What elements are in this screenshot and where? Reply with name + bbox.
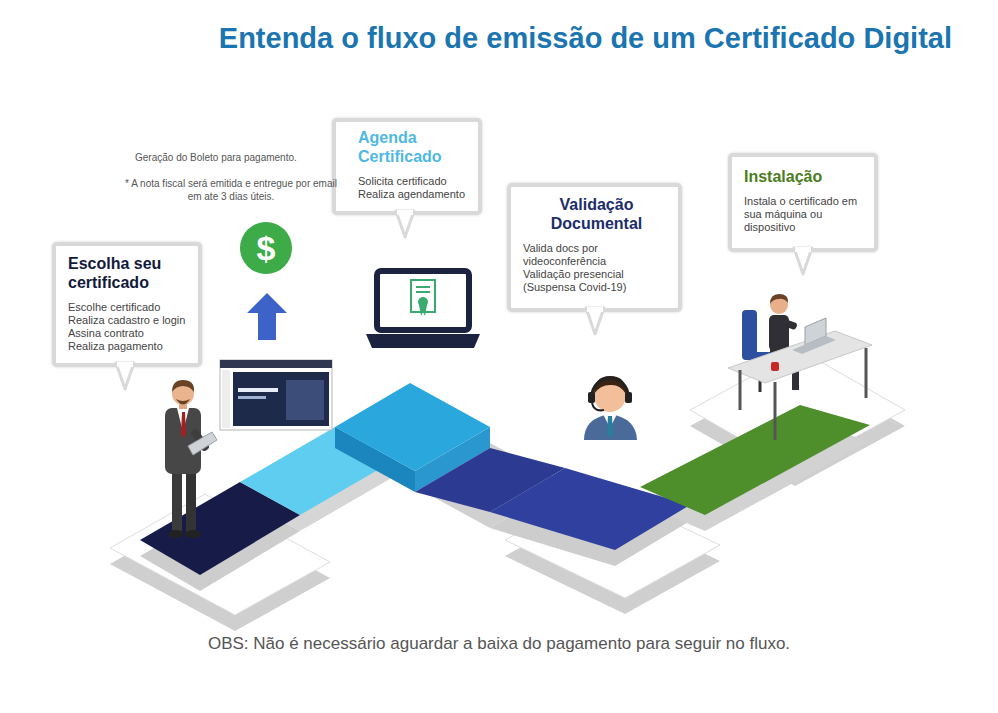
callout-pointer-shape <box>586 308 604 334</box>
callout-pointer-shape <box>116 363 134 389</box>
box-text: Assina contrato <box>68 327 188 340</box>
agent-tie <box>607 416 613 438</box>
certificate-line <box>416 291 430 293</box>
certificate-ribbon <box>419 305 427 316</box>
laptop-base <box>366 334 480 348</box>
person-laptop <box>188 432 217 455</box>
person-arm <box>780 318 797 330</box>
certificate-line <box>416 286 430 288</box>
person-hair <box>172 380 194 392</box>
box-text: Realiza agendamento <box>358 188 468 201</box>
callout-box: InstalaçãoInstala o certificado em sua m… <box>728 153 878 252</box>
path-step <box>640 405 870 515</box>
callout-pointer <box>394 211 416 241</box>
callout-pointer <box>792 248 814 278</box>
box-heading: Escolha seu certificado <box>68 254 188 292</box>
desk-leg <box>865 348 868 398</box>
callout-pointer-shape <box>794 248 812 274</box>
person-shoe <box>168 530 184 538</box>
title: Entenda o fluxo de emissão de um Certifi… <box>219 22 952 55</box>
callout-box: Escolha seu certificadoEscolhe certifica… <box>52 242 202 367</box>
website-banner <box>233 372 329 426</box>
agent-shoulders <box>584 414 637 440</box>
desk-laptop-base <box>792 336 836 354</box>
callout-pointer-join <box>587 307 603 312</box>
caption: OBS: Não é necessário aguardar a baixa d… <box>0 634 998 654</box>
box-heading: Agenda Certificado <box>358 128 468 166</box>
currency-symbol: $ <box>241 223 291 273</box>
website-line <box>238 388 278 392</box>
headset-ear <box>588 392 595 403</box>
headset-band <box>592 378 628 396</box>
box-text: Escolhe certificado <box>68 301 188 314</box>
headset-ear <box>625 392 632 403</box>
box-text: Realiza pagamento <box>68 340 188 353</box>
laptop-screen <box>377 271 469 330</box>
website-sidebar <box>222 370 230 428</box>
person-shoe <box>185 530 201 538</box>
money-icon <box>240 222 292 274</box>
callout-pointer <box>584 308 606 338</box>
box-text: Validação presencial (Suspensa Covid-19) <box>523 268 670 294</box>
website-frame <box>220 360 332 430</box>
callout-pointer-join <box>795 247 811 252</box>
website-line <box>238 396 266 399</box>
person-beard <box>176 399 190 405</box>
callout-pointer-join <box>397 210 413 215</box>
callout-pointer-shape <box>396 211 414 237</box>
person-hair <box>770 294 788 304</box>
desk-leg <box>739 370 742 410</box>
headset-mic <box>592 403 604 410</box>
callout-box: Agenda CertificadoSolicita certificadoRe… <box>332 118 482 215</box>
person-tie <box>181 412 186 438</box>
path-step <box>335 383 490 471</box>
up-arrow <box>247 293 287 340</box>
desk-leg <box>774 382 777 440</box>
note-text: Geração do Boleto para pagamento. <box>135 151 335 164</box>
box-heading: Instalação <box>744 167 864 186</box>
box-text: Realiza cadastro e login <box>68 314 188 327</box>
note-text: * A nota fiscal será emitida e entregue … <box>125 177 337 203</box>
box-text: Instala o certificado em sua máquina ou … <box>744 195 864 234</box>
box-text: Valida docs por videoconferência <box>523 242 670 268</box>
mug <box>771 362 779 371</box>
callout-box: Validação DocumentalValida docs por vide… <box>507 183 682 312</box>
website-photo <box>286 380 324 420</box>
person-leg <box>186 470 196 532</box>
website-bar <box>220 360 332 368</box>
box-heading: Validação Documental <box>523 195 670 233</box>
callout-pointer-join <box>117 362 133 367</box>
box-text: Solicita certificado <box>358 175 468 188</box>
callout-pointer <box>114 363 136 393</box>
desk-top <box>728 331 872 383</box>
person-leg <box>172 470 182 532</box>
